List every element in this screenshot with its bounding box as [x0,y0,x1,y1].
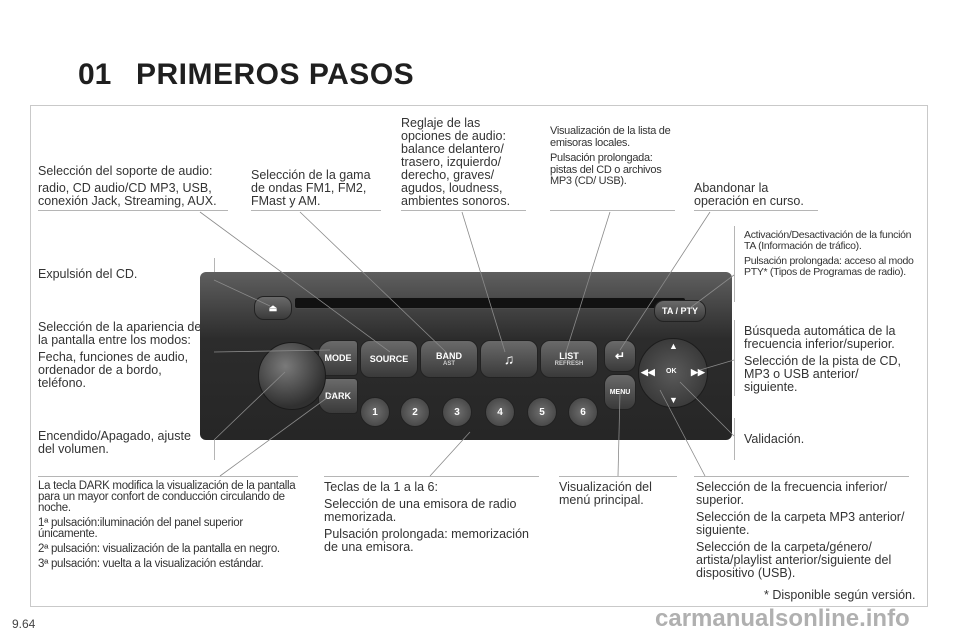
label-teclas-1: Teclas de la 1 a la 6: [324,480,438,494]
label-ta: Activación/Desactivación de la función T… [744,230,920,282]
underline [38,476,298,477]
page-number: 9.64 [12,617,36,631]
back-arrow-icon: ↵ [614,349,626,363]
label-busqueda: Búsqueda automática de la frecuencia inf… [744,325,914,398]
back-button[interactable]: ↵ [604,340,636,372]
content-frame [30,105,928,607]
label-dark-3: 2ª pulsación: visualización de la pantal… [38,543,280,555]
audio-settings-button[interactable]: ♫ [480,340,538,378]
label-teclas: Teclas de la 1 a la 6: Selección de una … [324,481,539,558]
label-dark-2: 1ª pulsación:iluminación del panel super… [38,517,243,540]
music-note-icon: ♫ [503,351,515,367]
label-frecuencia-2: Selección de la carpeta MP3 anterior/ si… [696,510,905,537]
ok-button[interactable]: OK [666,368,677,375]
preset-button-4[interactable]: 4 [485,397,515,427]
band-label: BAND [436,351,462,361]
underline [324,476,539,477]
preset-button-1[interactable]: 1 [360,397,390,427]
label-teclas-2: Selección de una emisora de radio memori… [324,497,517,524]
label-expulsion: Expulsión del CD. [38,267,138,281]
volume-knob[interactable] [258,342,326,410]
eject-button[interactable]: ⏏ [254,296,292,320]
label-apariencia: Selección de la apariencia de la pantall… [38,321,213,394]
underline [401,210,526,211]
label-reglaje: Reglaje de las opciones de audio: balanc… [401,116,511,208]
label-soporte-body: radio, CD audio/CD MP3, USB, conexión Ja… [38,181,217,208]
label-ta-1: Activación/Desactivación de la función T… [744,229,912,252]
label-abandonar: Abandonar la operación en curso. [694,181,804,208]
bracket [734,226,735,302]
label-soporte-title: Selección del soporte de audio: [38,164,213,178]
chapter-number: 01 [78,58,112,91]
label-apariencia-2: Fecha, funciones de audio, ordenador de … [38,350,189,390]
underline [694,210,818,211]
label-lista-2: Pulsación prolongada: pistas del CD o ar… [550,152,662,187]
label-lista-1: Visualización de la lista de emisoras lo… [550,125,671,149]
underline [559,476,677,477]
bracket [734,418,735,460]
label-dark-1: La tecla DARK modifica la visualización … [38,480,296,514]
label-soporte: Selección del soporte de audio: radio, C… [38,165,228,212]
down-arrow-icon[interactable]: ▼ [669,395,678,405]
label-menu: Visualización del menú principal. [559,480,652,507]
label-ta-2: Pulsación prolongada: acceso al modo PTY… [744,255,914,278]
eject-icon: ⏏ [268,302,278,313]
underline [694,476,909,477]
rewind-icon[interactable]: ◀◀ [641,367,655,377]
label-frecuencia: Selección de la frecuencia inferior/ sup… [696,481,911,584]
list-label: LIST [559,351,579,361]
underline [550,210,675,211]
preset-button-3[interactable]: 3 [442,397,472,427]
list-sub-label: REFRESH [554,361,584,367]
label-apariencia-1: Selección de la apariencia de la pantall… [38,320,202,347]
label-teclas-3: Pulsación prolongada: memorización de un… [324,527,529,554]
list-button[interactable]: LIST REFRESH [540,340,598,378]
label-dark-4: 3ª pulsación: vuelta a la visualización … [38,558,264,570]
preset-button-2[interactable]: 2 [400,397,430,427]
underline [38,210,228,211]
label-dark: La tecla DARK modifica la visualización … [38,480,300,574]
watermark: carmanualsonline.info [655,605,910,632]
label-lista: Visualización de la lista de emisoras lo… [550,125,675,192]
band-sub-label: AST [443,361,455,367]
navigation-pad[interactable]: ▲ ▼ ◀◀ ▶▶ OK [638,338,708,408]
footnote: * Disponible según versión. [764,588,916,602]
page-title: PRIMEROS PASOS [136,58,415,91]
label-validacion: Validación. [744,432,805,446]
label-frecuencia-3: Selección de la carpeta/género/ artista/… [696,540,892,580]
label-gama: Selección de la gama de ondas FM1, FM2, … [251,168,371,208]
label-busqueda-1: Búsqueda automática de la frecuencia inf… [744,324,896,351]
bracket [734,320,735,396]
preset-button-6[interactable]: 6 [568,397,598,427]
label-busqueda-2: Selección de la pista de CD, MP3 o USB a… [744,354,902,394]
up-arrow-icon[interactable]: ▲ [669,341,678,351]
band-button[interactable]: BAND AST [420,340,478,378]
fast-forward-icon[interactable]: ▶▶ [691,367,705,377]
label-frecuencia-1: Selección de la frecuencia inferior/ sup… [696,480,888,507]
label-encendido: Encendido/Apagado, ajuste del volumen. [38,429,191,456]
preset-button-5[interactable]: 5 [527,397,557,427]
underline [251,210,381,211]
source-button[interactable]: SOURCE [360,340,418,378]
